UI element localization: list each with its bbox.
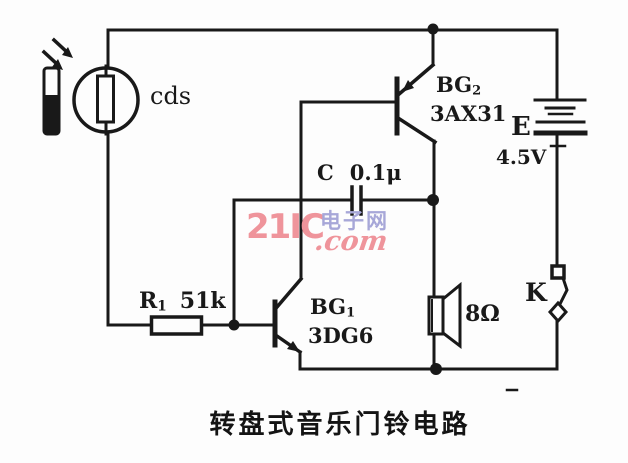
watermark-domain-suffix: .com (312, 226, 390, 257)
transistor-bg1-name: BG (310, 294, 347, 319)
wire-bottom-rail (298, 350, 559, 371)
transistor-bg2-model: 3AX31 (430, 101, 507, 126)
junction-dots (228, 23, 442, 375)
speaker-symbol (427, 281, 462, 350)
battery-symbol (533, 98, 588, 136)
watermark-site-cn: 电子网 (320, 209, 389, 233)
capacitor-name: C (317, 160, 334, 185)
pnp-transistor-symbol (394, 62, 438, 145)
transistor-bg1-model: 3DG6 (308, 323, 374, 348)
resistor-label: R1 51k (139, 290, 226, 314)
transistor-bg1-label: BG1 (310, 296, 355, 319)
light-rays-icon (41, 37, 73, 70)
wire-bg2-base (299, 100, 396, 279)
knife-switch-symbol (547, 264, 569, 324)
transistor-bg2-sub: 2 (472, 83, 482, 99)
wire-right-rail (549, 28, 567, 371)
resistor-symbol (149, 315, 204, 336)
capacitor-value: 0.1μ (349, 160, 402, 185)
photoresistor-symbol (72, 64, 140, 136)
battery-name-label: E (511, 112, 531, 142)
npn-transistor-symbol (272, 276, 304, 355)
capacitor-label: C 0.1μ (317, 162, 402, 183)
resistor-value: 51k (179, 288, 226, 314)
photoresistor-label: cds (150, 82, 192, 110)
transistor-bg2-label: BG2 (436, 74, 481, 97)
transistor-bg2-name: BG (436, 72, 473, 97)
wire-top-rail (106, 28, 559, 68)
battery-voltage-label: 4.5V (496, 145, 547, 169)
shade-bar-icon (42, 66, 61, 136)
capacitor-symbol (350, 185, 363, 216)
switch-label: K (525, 278, 547, 307)
resistor-name: R1 (139, 288, 167, 315)
watermark-brand: 21IC (246, 207, 325, 247)
transistor-bg1-sub: 1 (346, 305, 356, 321)
figure-caption: 转盘式音乐门铃电路 (209, 410, 471, 440)
speaker-impedance-label: 8Ω (465, 301, 500, 327)
